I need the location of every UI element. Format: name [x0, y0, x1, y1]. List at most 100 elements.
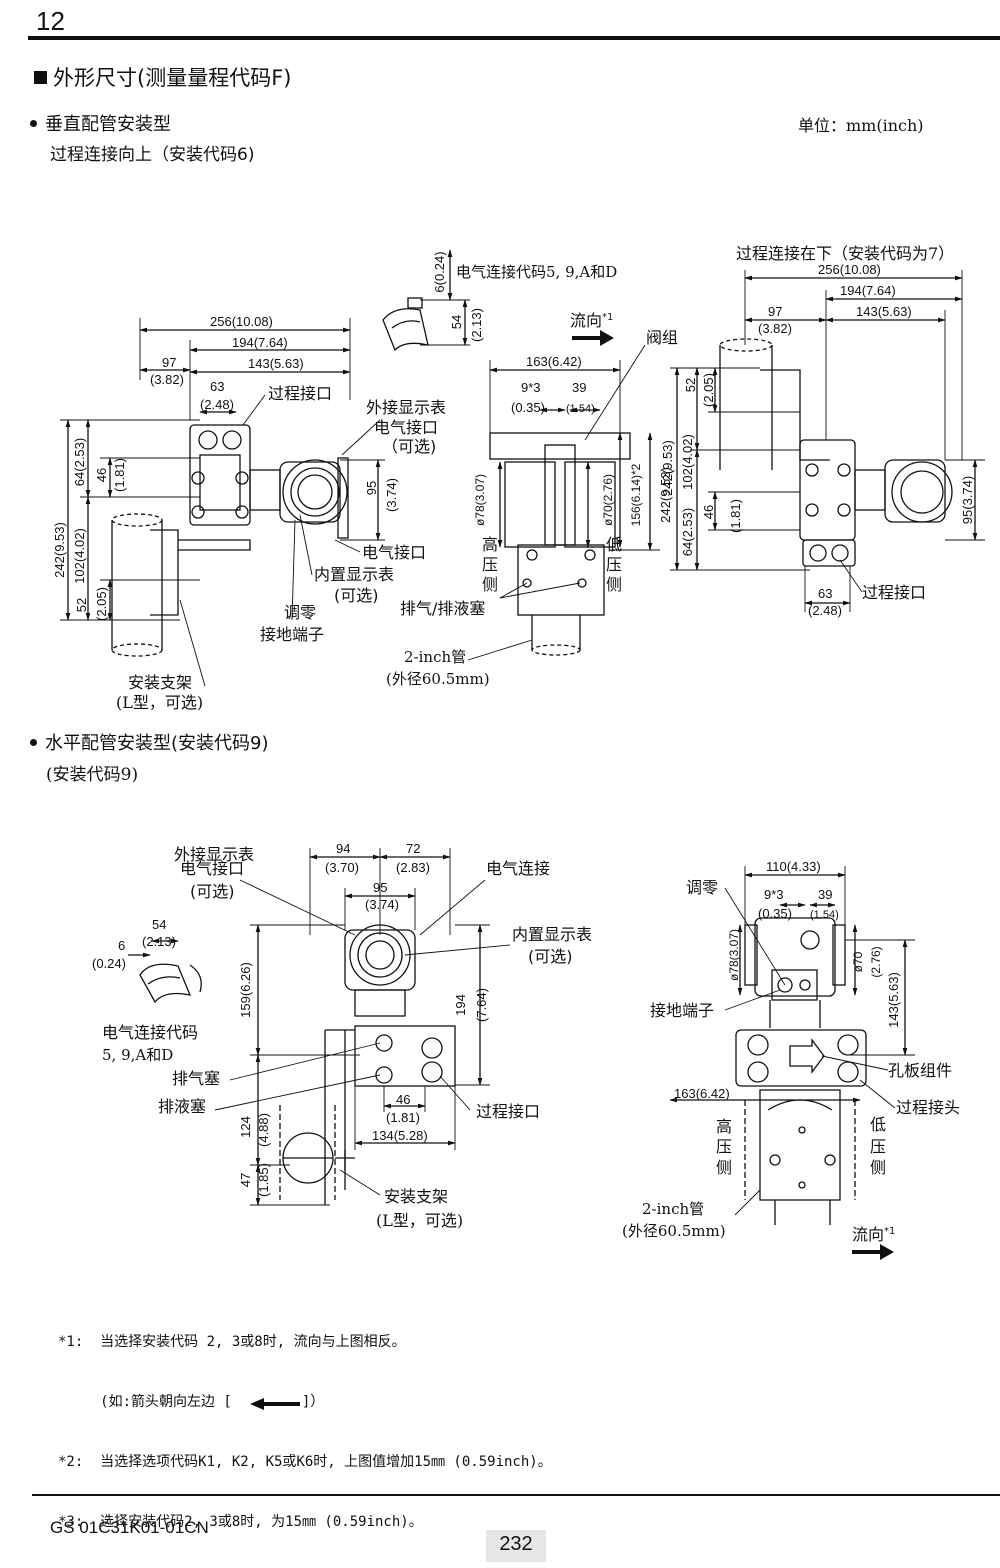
- h-right-transmitter-drawing: [735, 917, 867, 1225]
- right-transmitter-drawing: [719, 338, 953, 567]
- note-1-example: (如:箭头朝向左边 []）: [58, 1394, 325, 1410]
- dim-63: 63: [210, 379, 224, 394]
- dim-95: 95: [364, 481, 379, 495]
- page-number: 232: [499, 1533, 533, 1555]
- hr-flow: 流向*1: [852, 1225, 895, 1244]
- h-elec-code-1: 电气连接代码: [102, 1023, 198, 1042]
- hr-low-3: 侧: [870, 1158, 886, 1177]
- r-dim-194: 194(7.64): [840, 283, 896, 298]
- left-transmitter-drawing: [111, 424, 349, 657]
- h-ext-3: (可选): [190, 882, 235, 901]
- hr-high-2: 压: [716, 1137, 732, 1156]
- horizontal-subtitle: (安装代码9): [46, 765, 139, 785]
- h-dim-94: 94: [336, 841, 350, 856]
- hr-dim-70b: (2.76): [869, 946, 883, 977]
- hr-low-1: 低: [870, 1115, 886, 1134]
- vertical-title-text: 垂直配管安装型: [45, 114, 171, 135]
- dim-143: 143(5.63): [248, 356, 304, 371]
- detail-drawing: [382, 249, 470, 352]
- square-bullet-icon: [34, 71, 47, 84]
- hr-pipe-od: (外径60.5mm): [622, 1222, 726, 1240]
- low-2: 压: [606, 555, 622, 574]
- dim-46b: (1.81): [112, 458, 127, 492]
- hr-dim-39: 39: [818, 887, 832, 902]
- r-dim-63b: (2.48): [808, 603, 842, 618]
- h-ext-2: 电气接口: [180, 859, 244, 878]
- r-process-port: 过程接口: [862, 583, 926, 602]
- h-dim-134: 134(5.28): [372, 1128, 428, 1143]
- horizontal-title: 水平配管安装型(安装代码9): [30, 729, 269, 755]
- dim-242: 242(9.53): [52, 522, 67, 578]
- dim-39b: (1.54): [566, 403, 595, 415]
- ext-display-1: 外接显示表: [366, 398, 446, 417]
- hr-low-2: 压: [870, 1137, 886, 1156]
- h-dim-6b: (0.24): [92, 956, 126, 971]
- dim-52b: (2.05): [94, 587, 109, 621]
- hr-dim-39b: (1.54): [810, 909, 839, 921]
- r-dim-63: 63: [818, 586, 832, 601]
- h-bracket-note: (L型，可选): [376, 1211, 463, 1230]
- dim-63b: (2.48): [200, 397, 234, 412]
- h-dim-159: 159(6.26): [238, 962, 253, 1018]
- bracket-label: 安装支架: [128, 673, 192, 692]
- process-port-label: 过程接口: [268, 384, 332, 403]
- r-dim-52b: (2.05): [701, 373, 716, 407]
- dim-54: 54: [449, 315, 464, 329]
- chapter-number: 12: [36, 6, 65, 36]
- vertical-subtitle: 过程连接向上（安装代码6): [50, 145, 255, 165]
- left-dimensions: [60, 318, 385, 621]
- dim-97: 97: [162, 355, 176, 370]
- h-elec-conn: 电气连接: [486, 859, 550, 878]
- right-title: 过程连接在下（安装代码为7）: [736, 244, 954, 263]
- h-right-dimensions: [669, 866, 915, 1103]
- h-drain-plug: 排液塞: [158, 1097, 206, 1116]
- bullet-icon: [30, 739, 37, 746]
- section-title: 外形尺寸(测量量程代码F): [34, 62, 291, 92]
- h-dim-72: 72: [406, 841, 420, 856]
- r-dim-97b: (3.82): [758, 321, 792, 336]
- high-3: 侧: [482, 575, 498, 594]
- r-dim-242: 242(9.53): [660, 440, 675, 496]
- dim-64: 64(2.53): [72, 438, 87, 486]
- h-int-optional: (可选): [528, 947, 573, 966]
- h-flow-arrow-icon: [852, 1244, 894, 1260]
- low-1: 低: [606, 535, 622, 554]
- h-left-detail: [139, 963, 202, 1004]
- elec-code-label: 电气连接代码5, 9,A和D: [456, 263, 617, 281]
- dim-95b: (3.74): [384, 478, 399, 512]
- hr-zero-adj: 调零: [686, 878, 718, 897]
- h-bracket: 安装支架: [384, 1187, 448, 1206]
- hr-dim-163: 163(6.42): [674, 1086, 730, 1101]
- int-display-optional: (可选): [334, 586, 379, 605]
- high-1: 高: [482, 535, 498, 554]
- hr-dim-9b: (0.35): [758, 906, 792, 921]
- h-left-dimensions: [128, 848, 490, 1206]
- right-dimensions: [670, 270, 985, 612]
- hr-dim-143: 143(5.63): [886, 972, 901, 1028]
- r-dim-46: 46: [701, 505, 716, 519]
- h-dim-46: 46: [396, 1092, 410, 1107]
- hr-dim-70: ø70: [851, 951, 865, 972]
- h-process-port: 过程接口: [476, 1102, 540, 1121]
- bullet-icon: [30, 120, 37, 127]
- hr-ground: 接地端子: [650, 1001, 714, 1020]
- h-dim-47b: (1.85): [256, 1163, 271, 1197]
- section-title-text: 外形尺寸(测量量程代码F): [53, 66, 292, 90]
- low-3: 侧: [606, 575, 622, 594]
- h-left-transmitter-drawing: [279, 924, 456, 1205]
- zero-adj-label: 调零: [284, 603, 316, 622]
- vertical-title: 垂直配管安装型: [30, 110, 171, 136]
- h-ext-1: 外接显示表: [174, 845, 254, 864]
- dim-156: 156(6.14)*2: [629, 463, 643, 526]
- dim-9: 9*3: [521, 380, 541, 395]
- vertical-drawings: 256(10.08) 194(7.64) 97 (3.82) 143(5.63)…: [52, 244, 985, 712]
- r-dim-97: 97: [768, 304, 782, 319]
- dim-102: 102(4.02): [72, 528, 87, 584]
- r-dim-143: 143(5.63): [856, 304, 912, 319]
- h-dim-46b: (1.81): [386, 1110, 420, 1125]
- h-dim-124: 124: [238, 1116, 253, 1138]
- flow-label: 流向*1: [570, 311, 613, 330]
- dim-39: 39: [572, 380, 586, 395]
- valve-label: 阀组: [646, 328, 678, 347]
- h-elec-code-2: 5, 9,A和D: [102, 1046, 173, 1064]
